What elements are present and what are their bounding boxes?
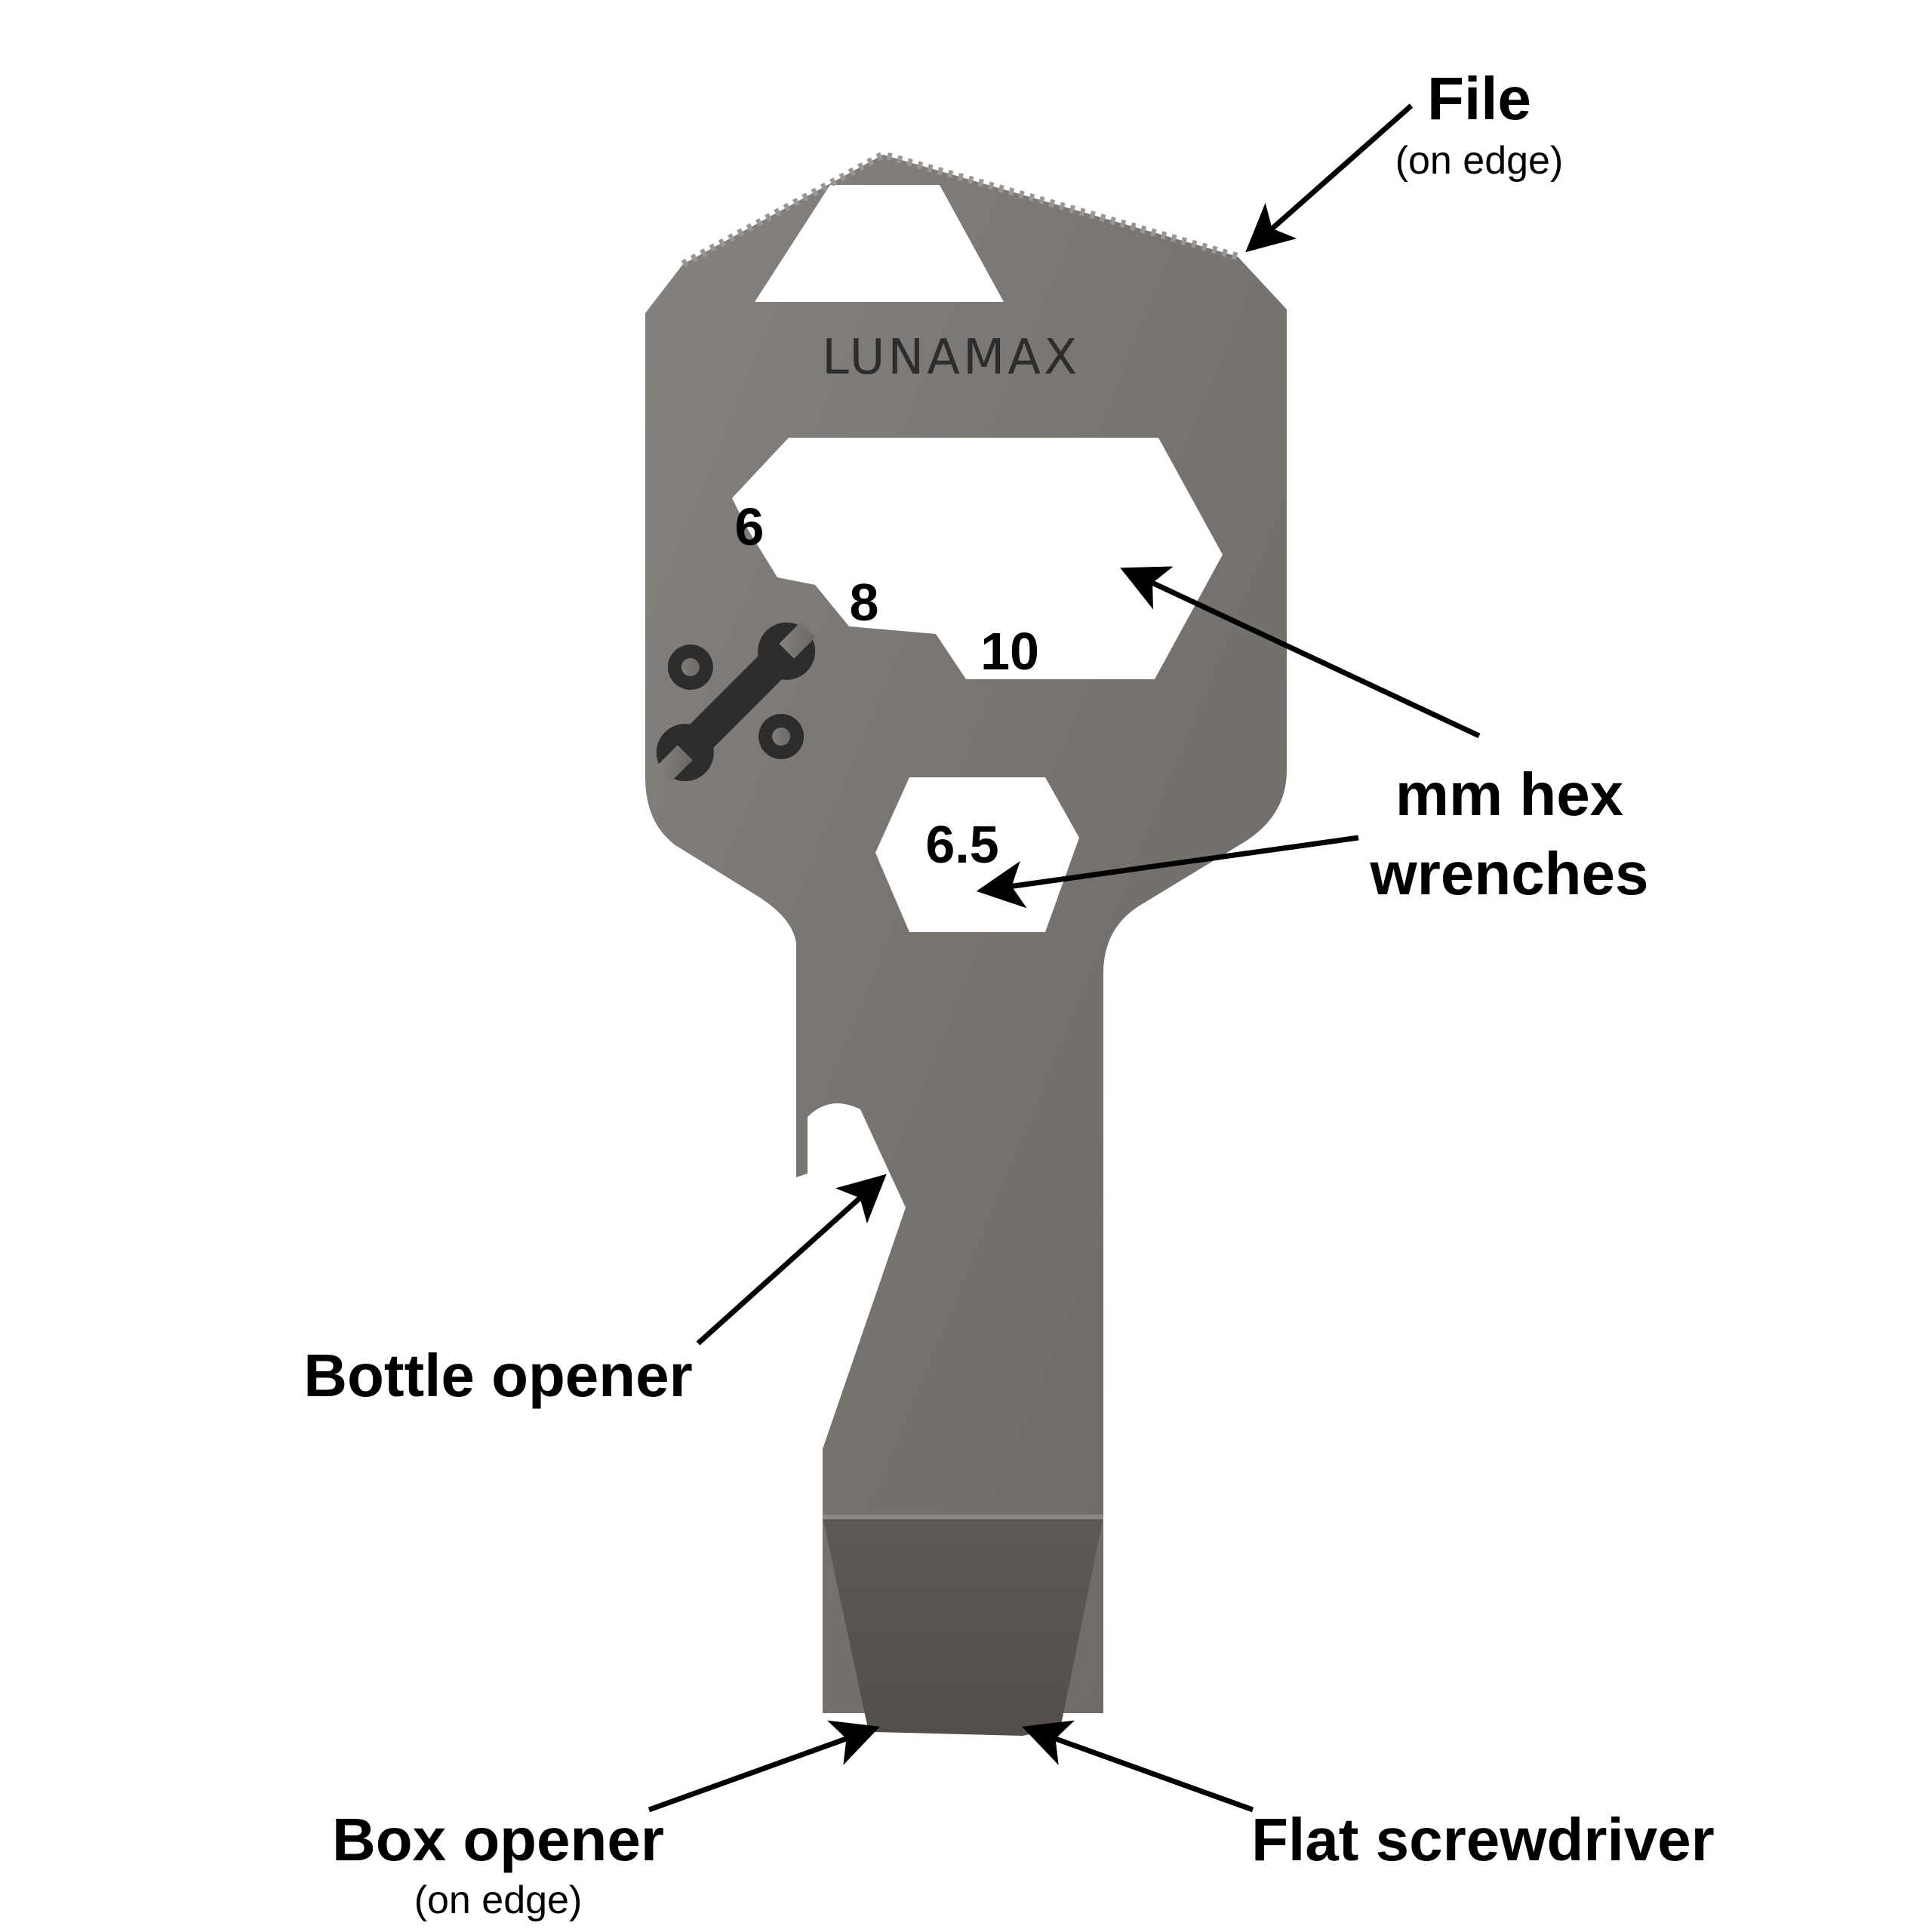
callout-file: File (on edge) — [1395, 65, 1564, 183]
callout-arrows — [648, 103, 1481, 1813]
box-note: (on edge) — [414, 1878, 583, 1922]
file-note: (on edge) — [1395, 139, 1564, 183]
file-arrow — [1245, 103, 1414, 253]
screwdriver-arrow — [1022, 1720, 1254, 1813]
hex-size-8: 8 — [850, 573, 879, 632]
hex-arrow-mid — [976, 835, 1359, 909]
hex-size-10: 10 — [980, 622, 1039, 681]
hex-arrow-top — [1120, 566, 1481, 739]
hex-size-6: 6 — [735, 497, 764, 556]
multitool — [645, 150, 1287, 1736]
callout-box: Box opener (on edge) — [332, 1806, 664, 1922]
bottle-arrow — [696, 1174, 887, 1346]
brand-engraving: LUNAMAX — [822, 330, 1080, 386]
callout-screwdriver: Flat screwdriver — [1251, 1806, 1715, 1873]
file-edge — [681, 150, 1239, 268]
hex-label-line2: wrenches — [1369, 840, 1648, 907]
screwdriver-bevel — [823, 1517, 1103, 1736]
file-label: File — [1427, 65, 1531, 132]
callout-hex: mm hex wrenches — [1369, 761, 1648, 907]
wrench-gear-icon — [656, 622, 816, 782]
hex-hole-size: 6.5 — [925, 815, 998, 874]
box-arrow — [648, 1720, 880, 1813]
bottle-label: Bottle opener — [303, 1342, 693, 1409]
box-label: Box opener — [332, 1806, 664, 1873]
hex-label-line1: mm hex — [1395, 761, 1623, 828]
callout-bottle: Bottle opener — [303, 1342, 693, 1409]
screwdriver-label: Flat screwdriver — [1251, 1806, 1715, 1873]
tool-body — [645, 155, 1287, 1713]
